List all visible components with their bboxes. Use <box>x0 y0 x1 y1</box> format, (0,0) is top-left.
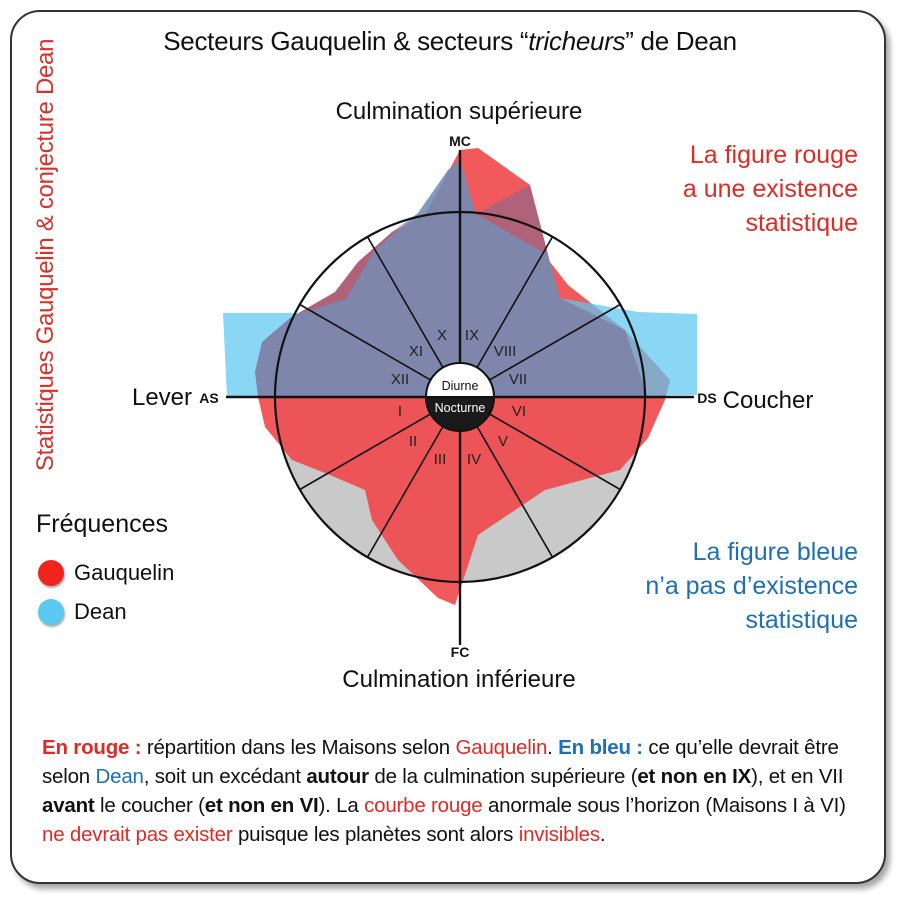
diurne-label: Diurne <box>442 379 479 393</box>
legend-item-dean: Dean <box>38 599 127 625</box>
house-I: I <box>398 403 402 420</box>
house-III: III <box>434 451 447 468</box>
mc-label: MC <box>449 133 471 149</box>
house-XII: XII <box>391 371 409 388</box>
ds-label: DS <box>697 390 716 406</box>
red-dot-icon <box>38 560 64 586</box>
as-label: AS <box>199 390 218 406</box>
nocturne-label: Nocturne <box>435 401 486 415</box>
top-culmination-label: Culmination supérieure <box>336 98 583 125</box>
caption-text: En rouge : répartition dans les Maisons … <box>42 736 846 846</box>
diurne-disc <box>424 362 496 398</box>
house-II: II <box>409 433 417 450</box>
house-VI: VI <box>512 403 526 420</box>
blue-dot-icon <box>38 599 64 625</box>
fc-label: FC <box>451 644 470 660</box>
house-VII: VII <box>509 371 527 388</box>
house-X: X <box>437 327 447 344</box>
legend-title: Fréquences <box>36 510 169 538</box>
setting-label: Coucher <box>723 387 814 414</box>
house-numerals: I II III IV V VI VII VIII IX X XI XII <box>391 327 527 468</box>
bottom-culmination-label: Culmination inférieure <box>342 666 575 693</box>
nocturne-disc <box>424 396 496 432</box>
note-red: La figure rouge a une existence statisti… <box>682 141 858 237</box>
rising-label: Lever <box>132 384 192 411</box>
legend-item-gauquelin: Gauquelin <box>38 560 174 586</box>
house-VIII: VIII <box>494 343 517 360</box>
house-IV: IV <box>467 451 481 468</box>
house-XI: XI <box>409 343 423 360</box>
page-title: Secteurs Gauquelin & secteurs “tricheurs… <box>163 26 737 56</box>
overlap-tint <box>255 160 648 397</box>
house-V: V <box>498 433 508 450</box>
house-IX: IX <box>465 327 479 344</box>
note-blue: La figure bleue n’a pas d’existence stat… <box>645 538 858 634</box>
